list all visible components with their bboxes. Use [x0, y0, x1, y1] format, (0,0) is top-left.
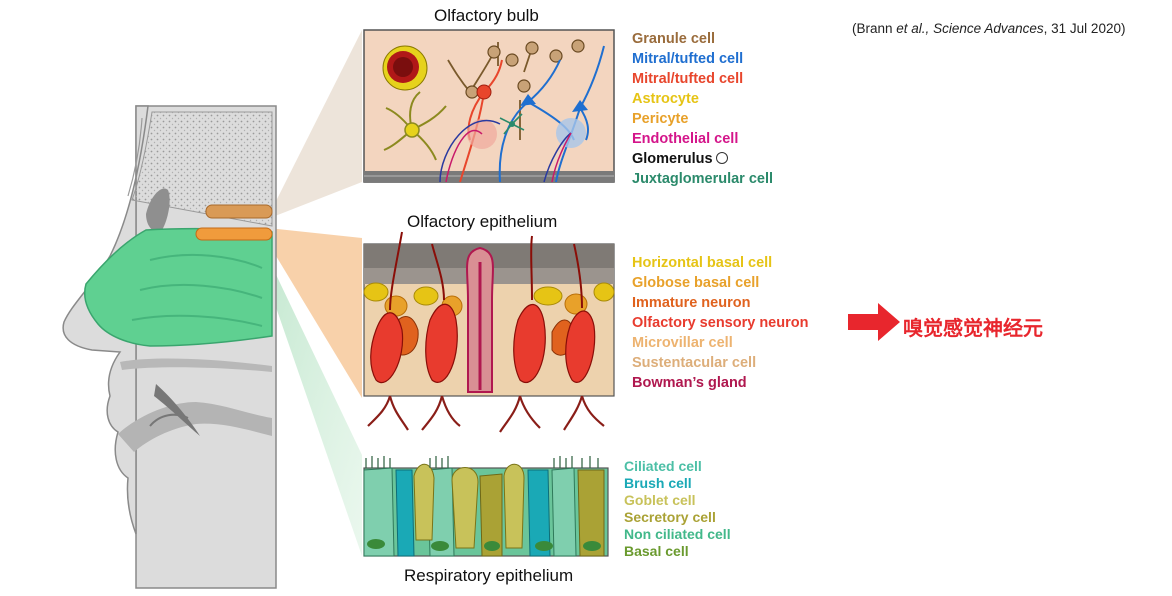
bulb-title: Olfactory bulb	[434, 6, 539, 25]
citation-author: (Brann	[852, 21, 897, 36]
legend-goblet-cell: Goblet cell	[624, 492, 696, 508]
head-profile	[62, 105, 277, 589]
citation-date: , 31 Jul 2020)	[1043, 21, 1126, 36]
legend-horizontal-basal-cell: Horizontal basal cell	[632, 255, 773, 271]
legend-immature-neuron: Immature neuron	[632, 295, 751, 311]
legend-juxtaglomerular-cell: Juxtaglomerular cell	[632, 171, 774, 187]
respiratory-epithelium-legend: Ciliated cell Brush cell Goblet cell Sec…	[624, 458, 731, 560]
respiratory-epithelium-title: Respiratory epithelium	[404, 566, 574, 585]
glomerulus-circle-icon	[715, 152, 728, 164]
legend-glomerulus: Glomerulus	[632, 151, 713, 167]
legend-glomerulus-row: Glomerulus	[632, 149, 773, 169]
citation-etal: et al.,	[896, 21, 930, 36]
olfactory-epithelium-legend: Horizontal basal cell Globose basal cell…	[632, 253, 808, 393]
legend-sustentacular-cell: Sustentacular cell	[632, 355, 757, 371]
legend-mitral-tufted-cell-red: Mitral/tufted cell	[632, 71, 744, 87]
legend-granule-cell: Granule cell	[632, 31, 716, 47]
legend-mitral-tufted-cell-blue: Mitral/tufted cell	[632, 51, 744, 67]
legend-non-ciliated-cell: Non ciliated cell	[624, 526, 731, 542]
olfactory-sensory-neuron-chinese-label: 嗅觉感觉神经元	[903, 316, 1043, 340]
bulb-legend: Granule cell Mitral/tufted cell Mitral/t…	[632, 29, 773, 189]
legend-basal-cell: Basal cell	[624, 543, 689, 559]
legend-ciliated-cell: Ciliated cell	[624, 458, 702, 474]
legend-bowmans-gland: Bowman’s gland	[632, 375, 747, 391]
respiratory-epithelium-panel	[363, 456, 609, 557]
legend-microvillar-cell: Microvillar cell	[632, 335, 733, 351]
legend-astrocyte: Astrocyte	[632, 91, 699, 107]
olfactory-epithelium-panel	[363, 231, 615, 433]
legend-endothelial-cell: Endothelial cell	[632, 131, 739, 147]
legend-pericyte: Pericyte	[632, 111, 689, 127]
legend-brush-cell: Brush cell	[624, 475, 692, 491]
legend-secretory-cell: Secretory cell	[624, 509, 716, 525]
olfactory-epithelium-title: Olfactory epithelium	[407, 212, 558, 231]
red-arrow	[848, 303, 900, 341]
zoom-cones	[268, 30, 362, 556]
citation: (Brann et al., Science Advances, 31 Jul …	[852, 21, 1125, 36]
legend-olfactory-sensory-neuron: Olfactory sensory neuron	[632, 315, 809, 331]
citation-journal: Science Advances	[933, 21, 1044, 36]
legend-globose-basal-cell: Globose basal cell	[632, 275, 760, 291]
bulb-panel	[363, 29, 615, 183]
